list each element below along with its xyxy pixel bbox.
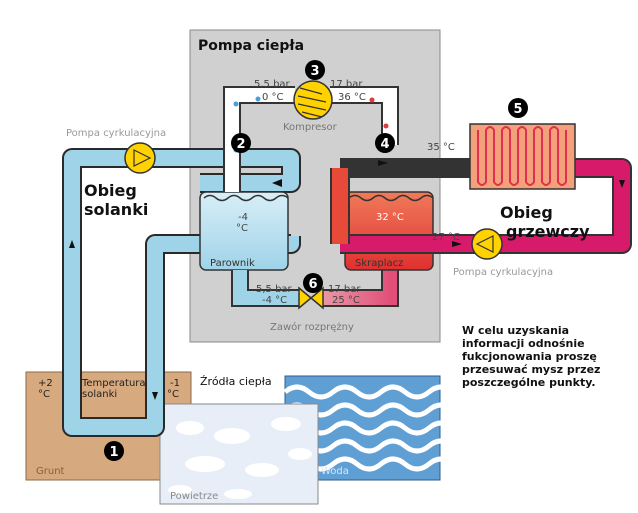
compressor[interactable] xyxy=(293,80,333,120)
panel-title: Pompa ciepła xyxy=(198,38,304,54)
heat-return-temp: 27 °C xyxy=(432,232,460,243)
marker-5[interactable]: 5 xyxy=(508,98,528,118)
evap-temp-line1: -4 xyxy=(238,212,248,223)
instructions-line4: przesuwać mysz przez xyxy=(462,363,600,376)
ground-label: Grunt xyxy=(36,466,65,477)
svg-text:1: 1 xyxy=(109,445,118,460)
comp-in-pressure: 5,5 bar xyxy=(254,79,291,90)
pump-left-label: Pompa cyrkulacyjna xyxy=(66,128,166,139)
brine-loop xyxy=(62,148,301,437)
svg-text:6: 6 xyxy=(308,277,317,292)
expansion-valve[interactable] xyxy=(298,286,324,310)
ground-right-temp: -1 °C xyxy=(167,378,183,400)
instructions-line3: fukcjonowania proszę xyxy=(462,350,597,363)
heating-loop-label: Obieg grzewczy xyxy=(500,203,590,241)
marker-2[interactable]: 2 xyxy=(231,133,251,153)
valve-out-temp: -4 °C xyxy=(262,295,287,306)
pump-right-triangle xyxy=(475,235,494,253)
valve-in-temp: 25 °C xyxy=(332,295,360,306)
cond-temp: 32 °C xyxy=(376,212,404,223)
comp-out-temp: 36 °C xyxy=(338,92,366,103)
marker-6[interactable]: 6 xyxy=(303,273,323,293)
pump-right[interactable] xyxy=(471,228,503,260)
svg-text:4: 4 xyxy=(380,137,389,152)
condenser-coil xyxy=(348,194,434,202)
instructions-line5: poszczególne punkty. xyxy=(462,376,596,389)
ground-temp-label-line2: solanki xyxy=(82,389,117,400)
valve-label: Zawór rozprężny xyxy=(270,321,354,333)
instructions-line2: informacji odnośnie xyxy=(462,337,585,350)
condenser-label: Skraplacz xyxy=(355,258,403,269)
marker-3[interactable]: 3 xyxy=(305,60,325,80)
svg-text:2: 2 xyxy=(236,137,245,152)
evap-temp: -4 °C xyxy=(236,212,251,234)
marker-4[interactable]: 4 xyxy=(375,133,395,153)
heat-supply-temp: 35 °C xyxy=(427,142,455,153)
valve-out-pressure: 5,5 bar xyxy=(256,284,293,295)
ground-left-line1: +2 xyxy=(38,378,53,389)
compressor-vanes xyxy=(297,87,327,118)
water-label: Woda xyxy=(321,466,349,477)
pump-left[interactable] xyxy=(124,142,156,174)
valve-in-pressure: 17 bar xyxy=(328,284,361,295)
refrigerant-hot-circuit xyxy=(320,86,399,307)
air-label: Powietrze xyxy=(170,491,218,502)
svg-text:5: 5 xyxy=(513,102,522,117)
marker-1[interactable]: 1 xyxy=(104,441,124,461)
evap-temp-line2: °C xyxy=(236,223,248,234)
ground-left-temp: +2 °C xyxy=(38,378,56,400)
svg-text:3: 3 xyxy=(310,64,319,79)
comp-out-pressure: 17 bar xyxy=(330,79,363,90)
ground-right-line2: °C xyxy=(167,389,179,400)
compressor-label: Kompresor xyxy=(283,122,338,133)
heat-sources-title: Źródła ciepła xyxy=(200,375,272,388)
ground-temp-label-line1: Temperatura xyxy=(81,378,146,389)
evaporator-label: Parownik xyxy=(210,258,255,269)
refrigerant-cold-circuit xyxy=(223,86,300,307)
instructions-line1: W celu uzyskania xyxy=(462,324,569,337)
instructions: W celu uzyskania informacji odnośnie fuk… xyxy=(462,324,604,389)
ground-temp-label: Temperatura solanki xyxy=(81,378,149,400)
heating-loop-label-line1: Obieg xyxy=(500,203,553,222)
heating-loop-label-line2: grzewczy xyxy=(506,222,590,241)
ground-right-line1: -1 xyxy=(170,378,180,389)
brine-loop-label: Obieg solanki xyxy=(84,181,148,219)
radiator-fins xyxy=(477,126,567,186)
brine-loop-label-line1: Obieg xyxy=(84,181,137,200)
ground-left-line2: °C xyxy=(38,389,50,400)
pump-right-label: Pompa cyrkulacyjna xyxy=(453,267,553,278)
air-clouds xyxy=(168,417,312,499)
pump-left-triangle xyxy=(133,149,152,167)
evaporator-coil xyxy=(203,194,289,202)
brine-loop-label-line2: solanki xyxy=(84,200,148,219)
comp-in-temp: 0 °C xyxy=(262,92,284,103)
